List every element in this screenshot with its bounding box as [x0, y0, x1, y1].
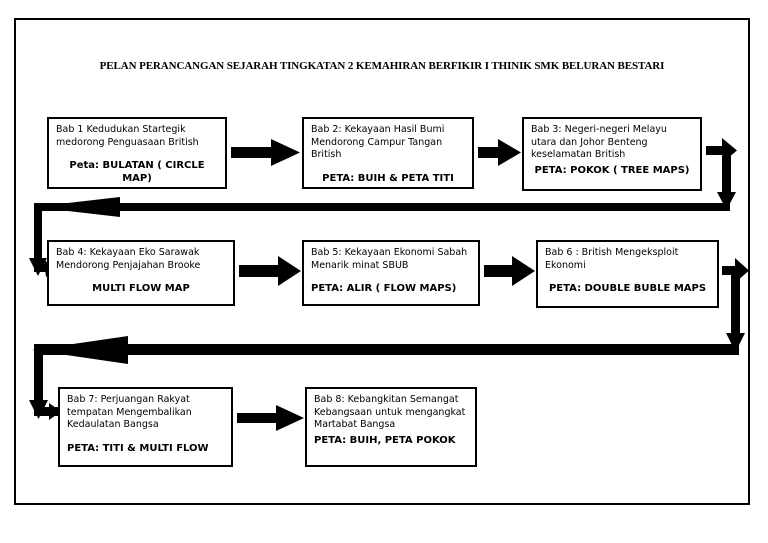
- node-bab-4[interactable]: Bab 4: Kekayaan Eko Sarawak Mendorong Pe…: [47, 240, 235, 306]
- page-title: PELAN PERANCANGAN SEJARAH TINGKATAN 2 KE…: [99, 60, 665, 72]
- node-bab-6-peta: PETA: DOUBLE BUBLE MAPS: [548, 283, 707, 294]
- node-bab-8[interactable]: Bab 8: Kebangkitan Semangat Kebangsaan u…: [305, 387, 477, 467]
- node-bab-5-peta: PETA: ALIR ( FLOW MAPS): [311, 283, 457, 294]
- node-bab-5[interactable]: Bab 5: Kekayaan Ekonomi Sabah Menarik mi…: [302, 240, 480, 306]
- node-bab-8-peta: PETA: BUIH, PETA POKOK: [314, 434, 456, 446]
- node-bab-2-description: Bab 2: Kekayaan Hasil Bumi Mendorong Cam…: [311, 124, 445, 160]
- node-bab-6[interactable]: Bab 6 : British Mengeksploit Ekonomi PET…: [536, 240, 719, 308]
- node-bab-1-description: Bab 1 Kedudukan Startegik medorong Pengu…: [56, 124, 199, 148]
- node-bab-3-description: Bab 3: Negeri-negeri Melayu utara dan Jo…: [531, 124, 667, 160]
- node-bab-5-description: Bab 5: Kekayaan Ekonomi Sabah Menarik mi…: [311, 247, 468, 271]
- node-bab-3[interactable]: Bab 3: Negeri-negeri Melayu utara dan Jo…: [522, 117, 702, 191]
- node-bab-7[interactable]: Bab 7: Perjuangan Rakyat tempatan Mengem…: [58, 387, 233, 467]
- node-bab-2-peta: PETA: BUIH & PETA TITI: [322, 172, 454, 184]
- node-bab-4-peta: MULTI FLOW MAP: [92, 283, 190, 294]
- node-bab-3-peta: PETA: POKOK ( TREE MAPS): [534, 164, 690, 176]
- node-bab-6-description: Bab 6 : British Mengeksploit Ekonomi: [545, 247, 679, 271]
- node-bab-7-peta: PETA: TITI & MULTI FLOW: [67, 442, 209, 454]
- node-bab-2[interactable]: Bab 2: Kekayaan Hasil Bumi Mendorong Cam…: [302, 117, 474, 189]
- node-bab-1-peta: Peta: BULATAN ( CIRCLE MAP): [69, 160, 205, 184]
- node-bab-8-description: Bab 8: Kebangkitan Semangat Kebangsaan u…: [314, 394, 466, 430]
- node-bab-7-description: Bab 7: Perjuangan Rakyat tempatan Mengem…: [67, 394, 192, 430]
- node-bab-4-description: Bab 4: Kekayaan Eko Sarawak Mendorong Pe…: [56, 247, 201, 271]
- node-bab-1[interactable]: Bab 1 Kedudukan Startegik medorong Pengu…: [47, 117, 227, 189]
